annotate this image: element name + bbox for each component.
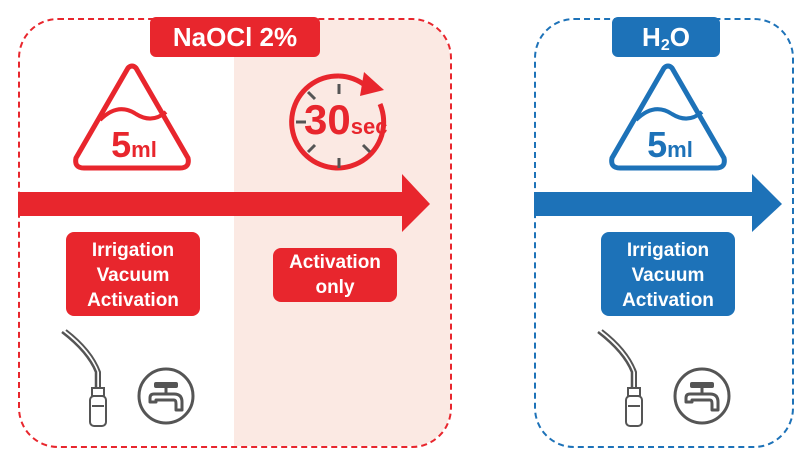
- water-step-label: Irrigation Vacuum Activation: [601, 232, 735, 316]
- water-volume-number: 5: [647, 124, 668, 165]
- timer-label: 30sec: [304, 96, 387, 144]
- naocl-step2-label: Activation only: [273, 248, 397, 302]
- naocl-volume-number: 5: [111, 124, 132, 165]
- suction-tap-icon: [673, 367, 731, 425]
- flask-icon: [73, 63, 191, 171]
- water-volume-unit: ml: [667, 137, 693, 162]
- naocl-step1-label: Irrigation Vacuum Activation: [66, 232, 200, 316]
- timer-unit: sec: [350, 114, 388, 139]
- water-process-arrow: [534, 174, 782, 232]
- irrigation-needle-icon: [597, 329, 643, 427]
- naocl-title: NaOCl 2%: [172, 22, 298, 52]
- naocl-process-arrow: [18, 174, 430, 232]
- timer-number: 30: [304, 96, 351, 143]
- stopwatch-icon: [289, 72, 387, 171]
- naocl-title-badge: NaOCl 2%: [150, 17, 320, 57]
- water-volume: 5ml: [624, 124, 716, 166]
- naocl-volume: 5ml: [88, 124, 180, 166]
- irrigation-needle-icon: [61, 329, 107, 427]
- activation-only-background: [234, 20, 450, 446]
- suction-tap-icon: [137, 367, 195, 425]
- naocl-volume-unit: ml: [131, 137, 157, 162]
- flask-icon: [609, 63, 727, 171]
- water-title-badge: H2O: [612, 17, 720, 57]
